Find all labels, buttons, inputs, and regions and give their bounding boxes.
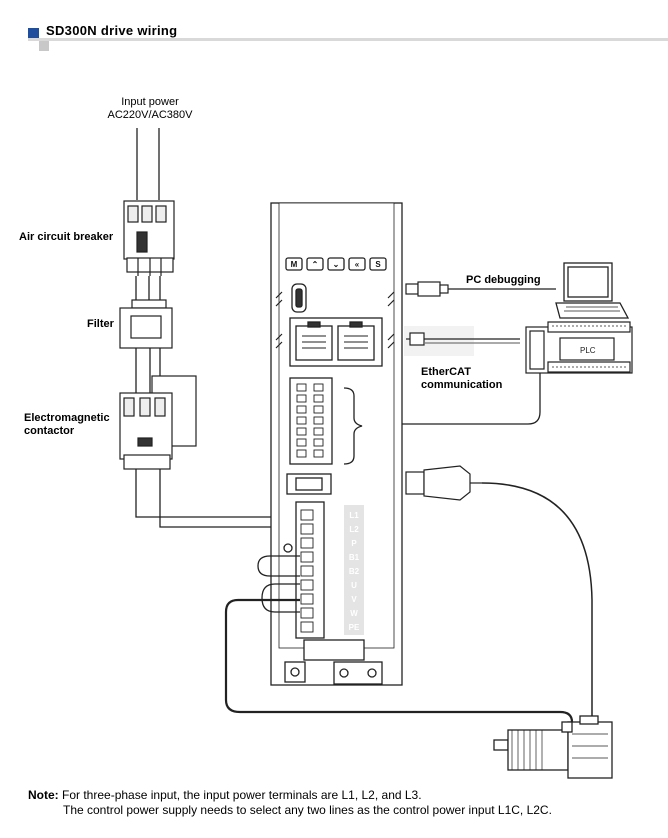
- electromagnetic-contactor: [119, 375, 197, 470]
- input-power-label-line1: Input power: [121, 96, 179, 108]
- key-up: ⌃: [312, 260, 319, 269]
- ethercat-cable: [404, 326, 520, 356]
- terminal-u: U: [351, 581, 357, 590]
- air-circuit-breaker-label: Air circuit breaker: [19, 231, 114, 243]
- terminal-l1: L1: [349, 511, 359, 520]
- input-power-label: Input power AC220V/AC380V: [100, 96, 200, 122]
- drive-keypad: M ⌃ ⌄ « S: [291, 260, 382, 269]
- filter-device: [119, 299, 173, 349]
- filter-label: Filter: [87, 318, 114, 330]
- encoder-cable: [405, 465, 593, 722]
- contactor-label-line1: Electromagnetic: [24, 412, 110, 424]
- terminal-l2: L2: [349, 525, 359, 534]
- plc-label: PLC: [580, 346, 596, 355]
- key-down: ⌄: [333, 260, 340, 269]
- terminal-pe: PE: [349, 623, 360, 632]
- pc-debugging-cable: [405, 281, 556, 297]
- contactor-label: Electromagnetic contactor: [24, 412, 110, 438]
- note-prefix: Note:: [28, 788, 59, 802]
- header-rule: [28, 38, 668, 41]
- wiring-note: Note: For three-phase input, the input p…: [28, 788, 668, 818]
- header-accent-shadow: [39, 41, 49, 51]
- key-m: M: [291, 260, 298, 269]
- key-s: S: [375, 260, 381, 269]
- terminal-b1: B1: [349, 553, 360, 562]
- terminal-loop-wires: [224, 543, 574, 740]
- key-shift: «: [355, 260, 360, 269]
- ethercat-label-line2: communication: [421, 379, 503, 391]
- plc-to-drive-wire: [402, 373, 541, 425]
- ac-input-wires: [135, 469, 298, 528]
- header-accent-square: [28, 28, 39, 39]
- laptop-icon: [555, 262, 630, 319]
- contactor-label-line2: contactor: [24, 425, 75, 437]
- terminal-v: V: [351, 595, 357, 604]
- plc-device: [525, 321, 633, 374]
- note-line2: The control power supply needs to select…: [63, 803, 552, 817]
- ethercat-label-line1: EtherCAT: [421, 366, 471, 378]
- power-terminal-labels: L1 L2 P B1 B2 U V W PE: [349, 511, 360, 632]
- page-title: SD300N drive wiring: [46, 23, 178, 38]
- input-power-label-line2: AC220V/AC380V: [107, 109, 193, 121]
- air-circuit-breaker: [123, 200, 175, 276]
- pc-debugging-label: PC debugging: [466, 274, 541, 286]
- terminal-b2: B2: [349, 567, 360, 576]
- servo-drive: [270, 202, 403, 686]
- terminal-w: W: [350, 609, 358, 618]
- ethercat-label: EtherCAT communication: [421, 366, 502, 392]
- servo-motor: [493, 715, 613, 779]
- note-line1: For three-phase input, the input power t…: [62, 788, 422, 802]
- terminal-p: P: [351, 539, 357, 548]
